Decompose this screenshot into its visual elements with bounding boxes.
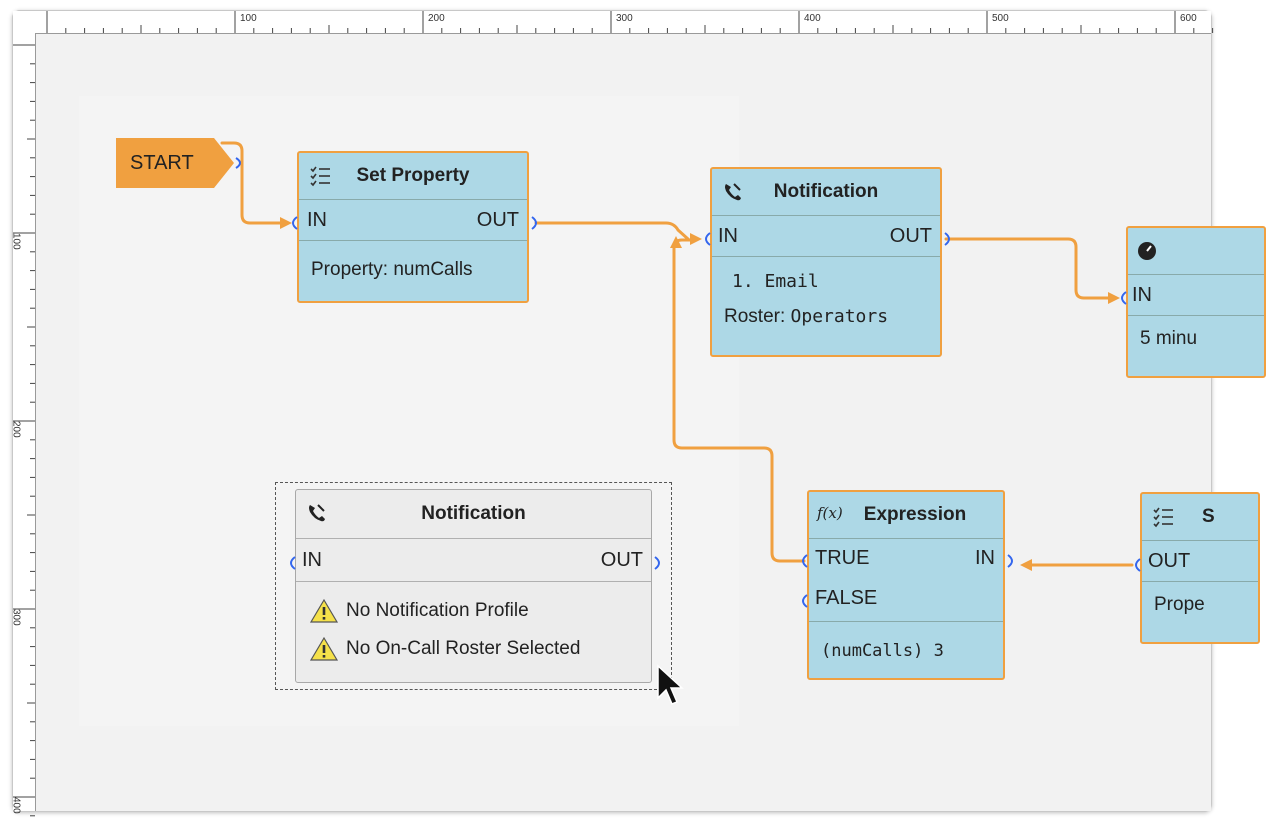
ruler-left-label-300: 300 [11,609,22,626]
set-property-ports: IN OUT [299,200,527,241]
unconfigured-notification-header: Notification [296,490,651,539]
notification-header: Notification [712,169,940,216]
unconfigured-notification-in-port[interactable]: IN [302,549,322,571]
ruler-corner [13,11,36,34]
ruler-top-label-400: 400 [804,13,821,24]
ruler-top-label-500: 500 [992,13,1009,24]
start-node[interactable]: START [116,138,241,188]
ruler-left: 100 200 300 400 [11,33,36,817]
phone-icon [309,504,325,522]
start-label: START [130,152,194,174]
selection-marquee [275,482,672,690]
phone-icon [725,183,741,201]
ruler-top-label-200: 200 [428,13,445,24]
partial-set-header: S [1142,494,1258,541]
set-property-in-port[interactable]: IN [307,209,327,231]
arrow-into-timer [1108,292,1120,304]
unconfigured-notification-node[interactable]: Notification IN OUT No Notification Prof… [295,489,652,683]
ruler-left-label-100: 100 [11,233,22,250]
mouse-cursor-icon [657,664,684,705]
ruler-top-label-600: 600 [1180,13,1197,24]
list-icon [310,166,330,187]
expression-in-port[interactable]: IN [975,547,995,569]
partial-set-ports: OUT [1142,541,1258,582]
warning-icon [309,636,339,661]
partial-set-detail: Prope [1154,594,1205,615]
unconfigured-notification-ports: IN OUT [296,539,651,582]
unconfigured-notification-out-port[interactable]: OUT [600,549,643,571]
timer-node[interactable]: IN 5 minu [1126,226,1266,378]
partial-set-property-node[interactable]: S OUT Prope [1140,492,1260,644]
timer-header [1128,228,1264,275]
notification-node[interactable]: Notification IN OUT 1. Email Roster: Ope… [710,167,942,357]
port-glyph-notification-out [944,232,950,246]
timer-body: 5 minu [1128,316,1264,356]
unconfigured-notification-title: Notification [421,503,526,524]
ruler-top-label-100: 100 [240,13,257,24]
expression-header: f(x) Expression [809,492,1003,539]
expression-node[interactable]: f(x) Expression TRUE IN FALSE (numCalls)… [807,490,1005,680]
arrow-into-expression-in [1020,559,1032,571]
expression-true-port[interactable]: TRUE [815,547,870,569]
set-property-body: Property: numCalls [299,241,527,287]
workflow-canvas[interactable]: START Set Property IN OUT Property: nu [36,34,1266,811]
notification-body: 1. Email Roster: Operators [712,257,940,334]
clock-icon [1138,242,1156,260]
ruler-left-ticks: 100 200 300 400 [11,44,35,817]
ruler-top-ticks: 100 200 300 400 500 600 [46,11,1214,33]
notification-detail-email: 1. Email [732,271,819,292]
notification-roster-value: Operators [790,306,889,327]
function-icon: f(x) [817,504,843,522]
set-property-header: Set Property [299,153,527,200]
partial-set-title: S [1202,506,1215,527]
partial-set-body: Prope [1142,582,1258,622]
expression-ports: TRUE IN FALSE [809,539,1003,622]
expression-false-port[interactable]: FALSE [815,587,878,609]
warning-row-profile: No Notification Profile [296,592,651,630]
warning-icon [309,598,339,623]
partial-set-out-port[interactable]: OUT [1148,550,1191,572]
set-property-out-port[interactable]: OUT [476,209,519,231]
timer-ports: IN [1128,275,1264,316]
ruler-left-label-200: 200 [11,421,22,438]
warning-no-profile-text: No Notification Profile [346,600,529,621]
ruler-top-label-300: 300 [616,13,633,24]
notification-roster-prefix: Roster: [724,306,791,327]
expression-detail: (numCalls) 3 [821,641,944,661]
set-property-detail: Property: numCalls [311,259,473,280]
list-icon [1153,507,1173,528]
timer-in-port[interactable]: IN [1132,284,1152,306]
notification-out-port[interactable]: OUT [889,225,932,247]
expression-title: Expression [863,504,967,525]
ruler-left-label-400: 400 [11,797,22,814]
notification-ports: IN OUT [712,216,940,257]
ruler-top: 100 200 300 400 500 600 [35,11,1214,34]
timer-detail: 5 minu [1140,328,1198,349]
warning-no-roster-text: No On-Call Roster Selected [346,638,581,659]
port-glyph-expression-in [1007,554,1013,568]
unconfigured-notification-warnings: No Notification Profile No On-Call Roste… [296,582,651,668]
notification-detail-roster: Roster: Operators [724,306,928,328]
set-property-title: Set Property [356,165,470,186]
notification-in-port[interactable]: IN [718,225,738,247]
workflow-editor-window: 100 200 300 400 500 600 100 200 300 400 [11,10,1266,817]
wire-notification-to-timer [944,237,1110,300]
expression-body: (numCalls) 3 [809,622,1003,668]
warning-row-roster: No On-Call Roster Selected [296,630,651,668]
set-property-node[interactable]: Set Property IN OUT Property: numCalls [297,151,529,303]
start-shape [116,138,241,188]
notification-title: Notification [773,181,879,202]
